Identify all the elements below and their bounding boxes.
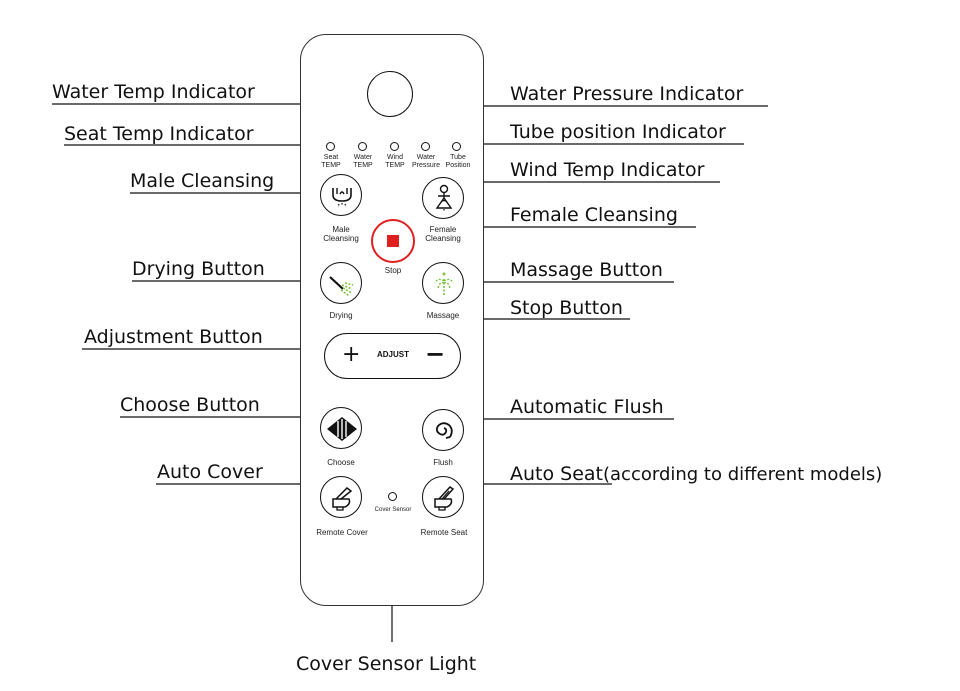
choose-button[interactable] bbox=[320, 407, 362, 449]
callout-auto-seat-title: Auto Seat bbox=[510, 463, 603, 485]
adjust-button[interactable]: + ADJUST − bbox=[324, 333, 461, 379]
stop-label: Stop bbox=[384, 266, 402, 275]
remote-cover-label: Remote Cover bbox=[316, 528, 368, 537]
callout-massage-button: Massage Button bbox=[510, 259, 663, 281]
callout-automatic-flush: Automatic Flush bbox=[510, 396, 664, 418]
flush-label: Flush bbox=[433, 458, 453, 467]
flush-swirl-icon bbox=[435, 422, 453, 439]
drying-spray-icon bbox=[329, 276, 354, 297]
female-cleansing-icon bbox=[435, 184, 453, 212]
cover-sensor-led bbox=[388, 492, 397, 501]
callout-water-pressure-indicator: Water Pressure Indicator bbox=[510, 83, 744, 105]
adjust-plus-icon[interactable]: + bbox=[342, 342, 361, 367]
callout-adjustment-button: Adjustment Button bbox=[84, 326, 263, 348]
callout-male-cleansing: Male Cleansing bbox=[130, 170, 275, 192]
remote-seat-label: Remote Seat bbox=[420, 528, 468, 537]
callout-wind-temp-indicator: Wind Temp Indicator bbox=[510, 159, 705, 181]
water-pressure-led bbox=[421, 142, 430, 151]
stop-square-icon bbox=[387, 235, 399, 247]
female-cleansing-button[interactable] bbox=[422, 177, 464, 219]
callout-drying-button: Drying Button bbox=[132, 258, 265, 280]
drying-label: Drying bbox=[329, 311, 353, 320]
adjust-minus-icon[interactable]: − bbox=[425, 340, 446, 368]
massage-label: Massage bbox=[426, 311, 460, 320]
callout-stop-button: Stop Button bbox=[510, 297, 623, 319]
stop-button[interactable] bbox=[371, 219, 415, 263]
callout-cover-sensor-light: Cover Sensor Light bbox=[296, 653, 477, 675]
tube-position-led bbox=[452, 142, 461, 151]
callout-auto-seat-note: (according to different models) bbox=[603, 464, 883, 485]
male-cleansing-icon bbox=[332, 188, 352, 208]
callout-choose-button: Choose Button bbox=[120, 394, 260, 416]
adjust-label: ADJUST bbox=[376, 350, 409, 359]
cover-sensor-label: Cover Sensor bbox=[374, 507, 412, 513]
callout-seat-temp-indicator: Seat Temp Indicator bbox=[64, 123, 254, 145]
male-cleansing-button[interactable] bbox=[320, 174, 362, 216]
callout-auto-seat: Auto Seat(according to different models) bbox=[510, 463, 882, 486]
remote-control-body bbox=[300, 34, 484, 606]
toilet-seat-icon bbox=[434, 486, 455, 511]
choose-label: Choose bbox=[327, 458, 355, 467]
remote-cover-button[interactable] bbox=[320, 476, 362, 518]
massage-button[interactable] bbox=[422, 262, 464, 304]
water-temp-led bbox=[358, 142, 367, 151]
callout-female-cleansing: Female Cleansing bbox=[510, 204, 678, 226]
drying-button[interactable] bbox=[320, 262, 362, 304]
ir-sensor-window bbox=[367, 71, 413, 117]
callout-tube-position-indicator: Tube position Indicator bbox=[510, 121, 726, 143]
wind-temp-led bbox=[390, 142, 399, 151]
toilet-cover-icon bbox=[332, 487, 353, 511]
callout-auto-cover: Auto Cover bbox=[157, 461, 263, 483]
callout-water-temp-indicator: Water Temp Indicator bbox=[52, 81, 255, 103]
choose-diamond-icon bbox=[327, 417, 357, 441]
remote-seat-button[interactable] bbox=[422, 476, 464, 518]
seat-temp-led bbox=[326, 142, 335, 151]
flush-button[interactable] bbox=[422, 409, 464, 451]
massage-fountain-icon bbox=[434, 272, 454, 295]
